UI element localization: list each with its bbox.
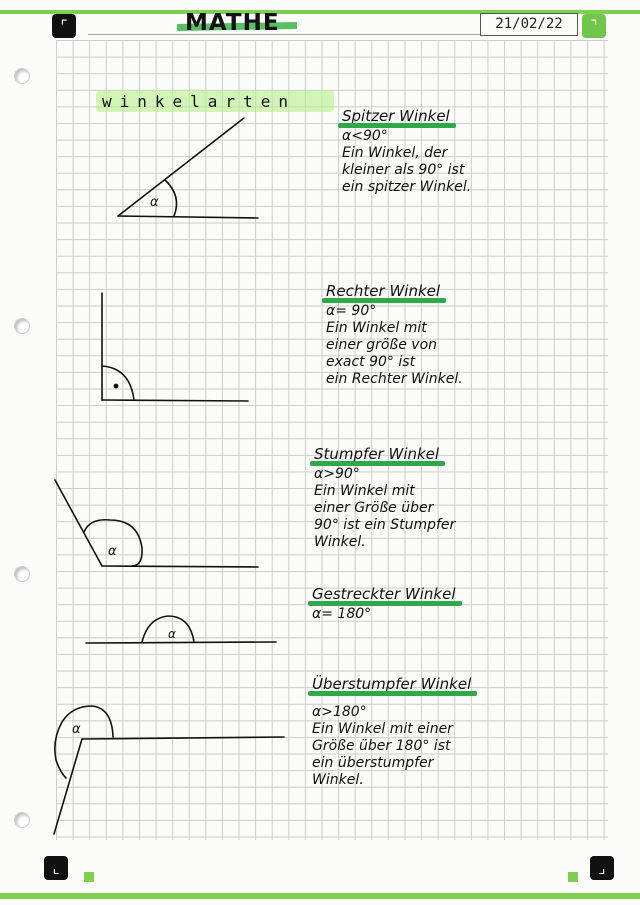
- straight-angle-figure: α: [85, 615, 277, 644]
- corner-bracket-icon: ⌟: [590, 856, 614, 880]
- note-line: einer größe von: [326, 337, 438, 353]
- note-line: ein Rechter Winkel.: [326, 371, 463, 387]
- angle-label: α: [72, 722, 81, 737]
- top-frame-bar: [0, 10, 640, 14]
- note-line: Ein Winkel, der: [342, 145, 448, 161]
- note-acute-angle: Spitzer Winkel α<90° Ein Winkel, der kle…: [338, 107, 472, 196]
- note-heading: Rechter Winkel: [321, 282, 447, 303]
- note-heading: Stumpfer Winkel: [309, 445, 446, 466]
- note-obtuse-angle: Stumpfer Winkel α>90° Ein Winkel mit ein…: [309, 445, 456, 551]
- frame-marker: [568, 872, 578, 882]
- note-line: ein spitzer Winkel.: [342, 179, 472, 195]
- note-line: Ein Winkel mit einer: [312, 721, 453, 737]
- subject-title: MATHE: [176, 10, 315, 38]
- note-heading: Spitzer Winkel: [338, 107, 456, 128]
- note-line: einer Größe über: [314, 500, 434, 516]
- page-title: winkelarten: [96, 90, 334, 112]
- header-line: [88, 34, 578, 35]
- note-line: α>90°: [314, 466, 360, 482]
- corner-bracket-icon: ⌝: [582, 14, 606, 38]
- note-line: ein überstumpfer: [312, 755, 434, 771]
- note-line: Winkel.: [312, 772, 364, 788]
- angle-label: α: [168, 627, 176, 641]
- frame-marker: [84, 872, 94, 882]
- note-line: Ein Winkel mit: [326, 320, 427, 336]
- date-field: 21/02/22: [480, 13, 578, 36]
- bottom-frame-bar: [0, 893, 640, 899]
- obtuse-angle-figure: α: [54, 479, 259, 568]
- note-line: exact 90° ist: [326, 354, 416, 370]
- binder-hole: [14, 566, 30, 582]
- reflex-angle-figure: α: [53, 705, 285, 835]
- corner-bracket-icon: ⌞: [44, 856, 68, 880]
- note-heading: Überstumpfer Winkel: [307, 675, 478, 696]
- note-reflex-angle: Überstumpfer Winkel α>180° Ein Winkel mi…: [307, 675, 478, 789]
- note-line: α<90°: [342, 128, 388, 144]
- grid-paper: [56, 40, 608, 840]
- binder-hole: [14, 812, 30, 828]
- right-angle-dot: [113, 383, 119, 389]
- note-line: Winkel.: [314, 534, 366, 550]
- acute-angle-figure: α: [117, 117, 259, 219]
- note-straight-angle: Gestreckter Winkel α= 180°: [308, 585, 462, 623]
- angle-label: α: [108, 544, 117, 559]
- note-line: Größe über 180° ist: [312, 738, 451, 754]
- note-line: α>180°: [312, 704, 367, 720]
- note-line: kleiner als 90° ist: [342, 162, 465, 178]
- right-angle-figure: [101, 292, 249, 402]
- note-line: Ein Winkel mit: [314, 483, 415, 499]
- note-right-angle: Rechter Winkel α= 90° Ein Winkel mit ein…: [321, 282, 463, 388]
- binder-hole: [14, 68, 30, 84]
- angle-label: α: [150, 195, 159, 210]
- note-line: α= 180°: [312, 606, 372, 622]
- note-line: 90° ist ein Stumpfer: [314, 517, 456, 533]
- note-line: α= 90°: [326, 303, 377, 319]
- corner-bracket-icon: ⌜: [52, 14, 76, 38]
- binder-hole: [14, 318, 30, 334]
- note-heading: Gestreckter Winkel: [308, 585, 462, 606]
